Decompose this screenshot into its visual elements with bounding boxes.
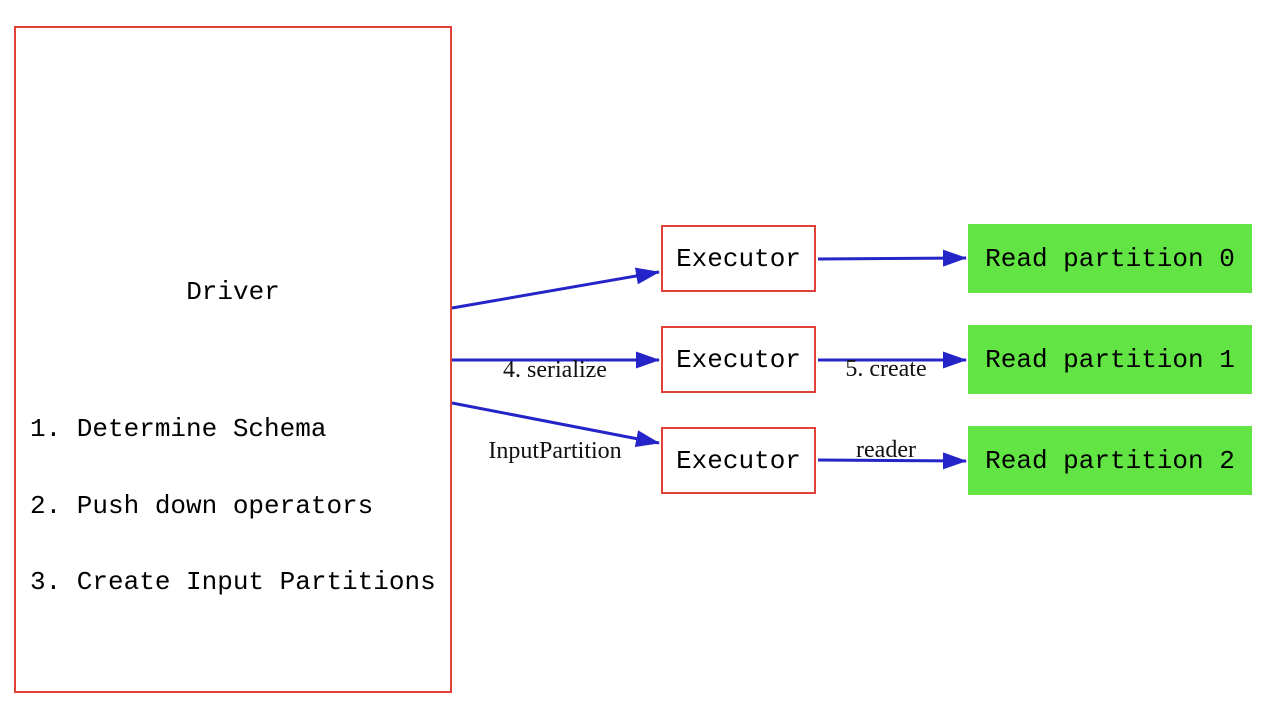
edge-label-create-reader: 5. create reader bbox=[806, 302, 966, 518]
executor-box-1: Executor bbox=[661, 326, 816, 393]
executor-label-0: Executor bbox=[676, 243, 801, 274]
read-partition-label-2: Read partition 2 bbox=[985, 445, 1235, 476]
edge-label-serialize-line1: 4. serialize bbox=[503, 357, 607, 383]
driver-box: Driver 1. Determine Schema 2. Push down … bbox=[14, 26, 452, 693]
read-partition-box-0: Read partition 0 bbox=[968, 224, 1252, 293]
executor-label-2: Executor bbox=[676, 445, 801, 476]
executor-box-2: Executor bbox=[661, 427, 816, 494]
edge-label-reader-line2: reader bbox=[856, 437, 916, 463]
read-partition-box-1: Read partition 1 bbox=[968, 325, 1252, 394]
driver-step-3: 3. Create Input Partitions bbox=[30, 567, 436, 597]
arrow-executor-0-to-partition-0 bbox=[817, 249, 967, 267]
edge-label-serialize-inputpartition: 4. serialize InputPartition bbox=[455, 303, 655, 519]
read-partition-label-0: Read partition 0 bbox=[985, 243, 1235, 274]
driver-step-1: 1. Determine Schema bbox=[30, 414, 327, 444]
executor-label-1: Executor bbox=[676, 344, 801, 375]
read-partition-box-2: Read partition 2 bbox=[968, 426, 1252, 495]
edge-label-reader-line1: 5. create bbox=[845, 356, 927, 382]
driver-title: Driver bbox=[186, 277, 280, 307]
driver-steps: 1. Determine Schema 2. Push down operato… bbox=[30, 366, 436, 647]
driver-step-2: 2. Push down operators bbox=[30, 490, 374, 521]
executor-box-0: Executor bbox=[661, 225, 816, 292]
read-partition-label-1: Read partition 1 bbox=[985, 344, 1235, 375]
edge-label-serialize-line2: InputPartition bbox=[488, 438, 622, 464]
